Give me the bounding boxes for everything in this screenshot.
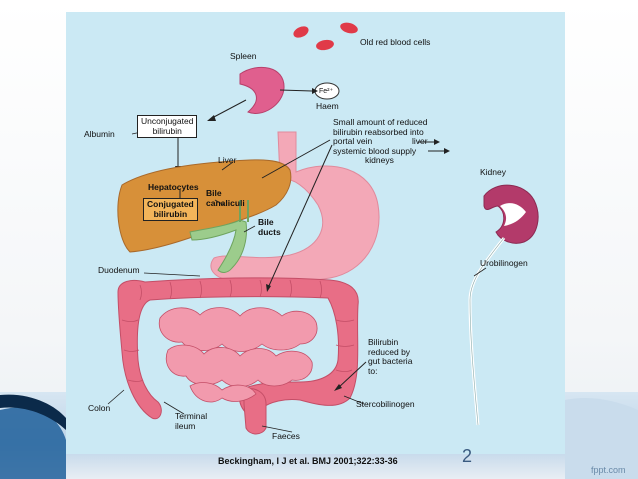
- rbc-1: [293, 26, 309, 38]
- label-duodenum: Duodenum: [98, 265, 140, 275]
- rbc-2: [340, 22, 358, 34]
- label-faeces: Faeces: [272, 431, 300, 441]
- page-number: 2: [462, 446, 473, 466]
- label-hepatocytes: Hepatocytes: [148, 182, 199, 192]
- label-spleen: Spleen: [230, 51, 257, 61]
- label-fe: Fe²⁺: [319, 88, 334, 95]
- label-haem: Haem: [316, 101, 339, 111]
- rbc-3: [316, 39, 334, 51]
- label-bilirubin-reduced: Bilirubin reduced by gut bacteria to:: [368, 337, 413, 376]
- label-liver-arrow: liver: [412, 136, 428, 146]
- bile-duct-shape: [189, 219, 247, 273]
- brand-watermark: fppt.com: [591, 465, 626, 475]
- liver-shape: [117, 159, 292, 253]
- label-albumin: Albumin: [84, 129, 115, 139]
- label-old-rbc: Old red blood cells: [360, 37, 431, 47]
- colon-shape: [117, 277, 359, 420]
- label-reabsorbed: Small amount of reduced bilirubin reabso…: [333, 117, 428, 146]
- unconjugated-bilirubin-box: Unconjugated bilirubin: [137, 115, 198, 138]
- label-terminal-ileum: Terminal ileum: [175, 411, 208, 431]
- label-colon: Colon: [88, 403, 111, 413]
- small-intestine-shape: [158, 307, 318, 403]
- label-kidney: Kidney: [480, 167, 506, 177]
- citation-text: Beckingham, I J et al. BMJ 2001;322:33-3…: [218, 456, 398, 466]
- label-urobilinogen: Urobilinogen: [480, 258, 528, 268]
- label-kidneys: kidneys: [365, 155, 394, 165]
- label-bile-canaliculi: Bile canaliculi: [206, 188, 245, 208]
- label-stercobilinogen: Stercobilinogen: [356, 399, 415, 409]
- label-bile-ducts: Bile ducts: [258, 217, 281, 237]
- label-systemic: systemic blood supply: [333, 146, 417, 156]
- spleen-shape: [239, 66, 285, 114]
- rectum-shape: [243, 388, 267, 435]
- label-liver: Liver: [218, 155, 237, 165]
- conjugated-bilirubin-box: Conjugated bilirubin: [143, 198, 198, 221]
